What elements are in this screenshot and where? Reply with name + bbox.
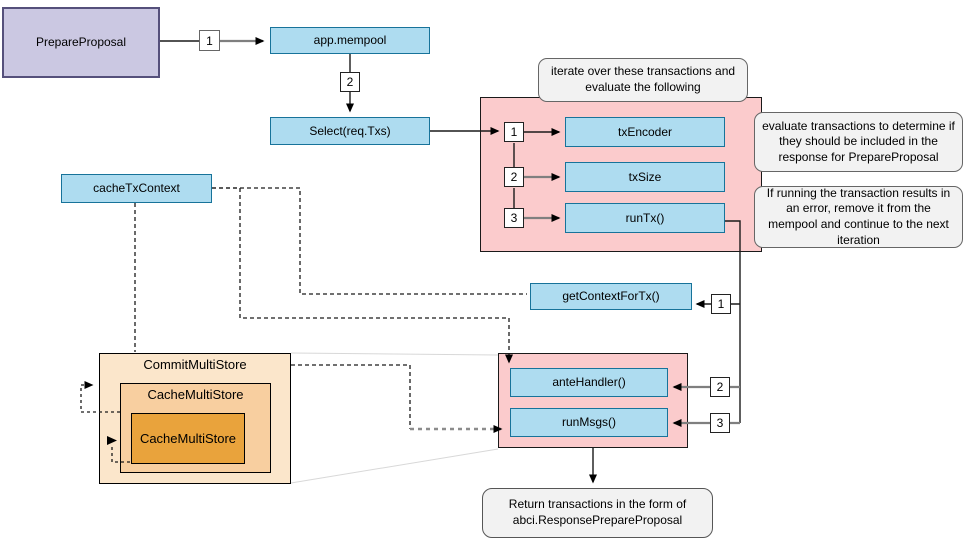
dashed-cachetx-to-getcontext	[212, 187, 527, 295]
edge-runtx-trunk	[725, 220, 741, 423]
association-line-bottom	[290, 448, 499, 484]
step-number-runtx-1: 1	[711, 294, 731, 314]
callout-return: Return transactions in the form of abci.…	[482, 488, 713, 538]
dashed-cachetx-to-antehandler	[212, 187, 513, 364]
step-number-iter-3: 3	[504, 208, 524, 228]
node-ante-handler: anteHandler()	[510, 368, 668, 397]
step-number-runtx-3: 3	[710, 413, 730, 433]
node-tx-encoder: txEncoder	[565, 117, 725, 147]
step-number-iter-1: 1	[504, 122, 524, 142]
cache-multi-store-inner-box: CacheMultiStore	[131, 413, 245, 464]
node-run-tx: runTx()	[565, 203, 725, 233]
cache-multi-store-label: CacheMultiStore	[147, 387, 244, 402]
callout-on-error: If running the transaction results in an…	[754, 186, 963, 248]
dashed-cachestore-to-commitstore-loop	[80, 381, 120, 413]
node-select-req-txs: Select(req.Txs)	[270, 117, 430, 145]
cache-multi-store-box: CacheMultiStore CacheMultiStore	[120, 383, 271, 473]
callout-iterate: iterate over these transactions and eval…	[538, 58, 748, 102]
node-get-context-for-tx: getContextForTx()	[530, 283, 692, 310]
callout-evaluate: evaluate transactions to determine if th…	[754, 112, 963, 172]
node-app-mempool: app.mempool	[270, 27, 430, 54]
commit-multi-store-box: CommitMultiStore CacheMultiStore CacheMu…	[99, 353, 291, 484]
step-number-runtx-2: 2	[710, 377, 730, 397]
node-cache-tx-context: cacheTxContext	[61, 174, 212, 203]
node-tx-size: txSize	[565, 162, 725, 192]
dashed-commitstore-elbow	[291, 364, 411, 429]
commit-multi-store-label: CommitMultiStore	[143, 357, 247, 372]
dashed-innerstore-loop	[111, 445, 130, 463]
step-number-flow-1: 1	[199, 30, 220, 51]
association-line-top	[290, 352, 499, 356]
step-number-iter-2: 2	[504, 167, 524, 187]
step-number-flow-2: 2	[340, 72, 360, 92]
cache-multi-store-inner-label: CacheMultiStore	[139, 431, 237, 446]
dashed-innerstore-loop-arrowhead	[107, 436, 117, 445]
node-prepare-proposal: PrepareProposal	[2, 7, 160, 78]
node-run-msgs: runMsgs()	[510, 408, 668, 437]
